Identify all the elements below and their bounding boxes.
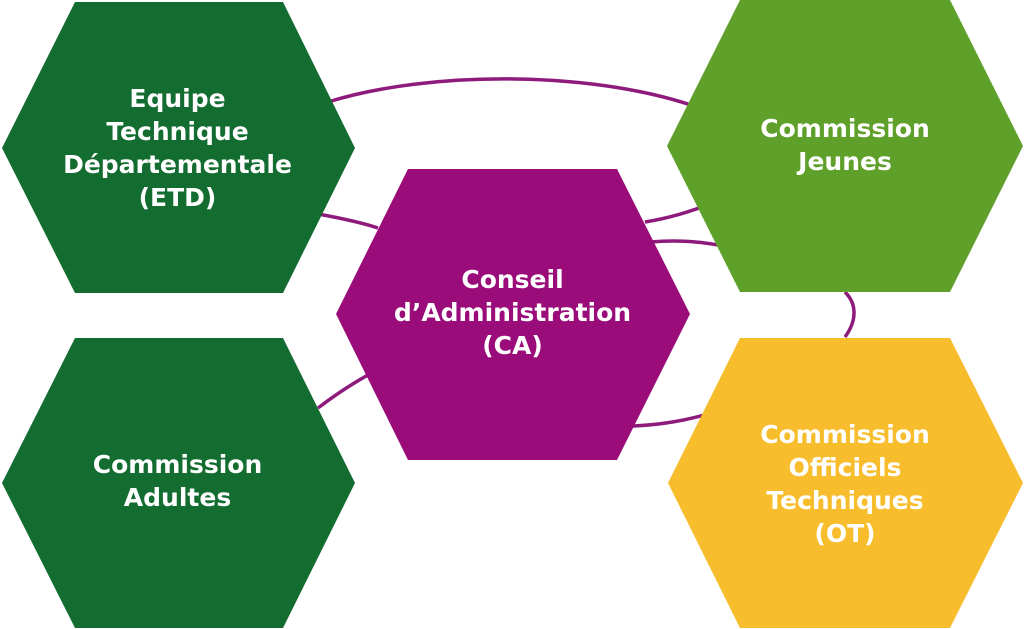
etd-line-3: Départementale xyxy=(63,149,292,179)
etd-line-1: Equipe xyxy=(129,83,226,113)
jeunes-line-1: Commission xyxy=(760,114,930,143)
connector-jeunes-ot xyxy=(843,290,856,339)
node-adultes-label: Commission Adultes xyxy=(40,376,315,586)
ot-line-2: Officiels xyxy=(788,452,902,482)
jeunes-line-2: Jeunes xyxy=(798,147,892,176)
connector-ca-adultes xyxy=(316,373,369,410)
hexagon-jeunes xyxy=(667,0,1023,292)
ca-line-1: Conseil xyxy=(461,265,564,294)
node-jeunes-label: Commission Jeunes xyxy=(705,40,985,250)
hexagon-ca xyxy=(336,169,690,460)
ca-line-3: (CA) xyxy=(482,331,543,360)
ot-line-3: Techniques xyxy=(766,485,924,515)
ca-line-2: d’Administration xyxy=(393,298,632,327)
hexagon-adultes xyxy=(2,338,355,628)
connector-etd-jeunes-outer xyxy=(327,77,706,112)
connector-ca-jeunes-lower xyxy=(649,239,719,247)
etd-line-4: (ETD) xyxy=(138,182,217,212)
adultes-line-1: Commission xyxy=(92,450,263,479)
etd-line-2: Technique xyxy=(106,116,249,146)
hexagon-etd xyxy=(2,2,355,293)
node-ot-label: Commission Officiels Techniques (OT) xyxy=(705,376,985,591)
connector-etd-ca xyxy=(317,212,379,230)
hexagon-ot xyxy=(668,338,1023,628)
adultes-line-2: Adultes xyxy=(123,483,232,512)
ot-line-1: Commission xyxy=(760,419,930,449)
ot-line-4: (OT) xyxy=(814,518,876,548)
connectors xyxy=(316,77,856,428)
node-etd-label: Equipe Technique Départementale (ETD) xyxy=(40,40,315,255)
node-ca-label: Conseil d’Administration (CA) xyxy=(365,205,660,420)
